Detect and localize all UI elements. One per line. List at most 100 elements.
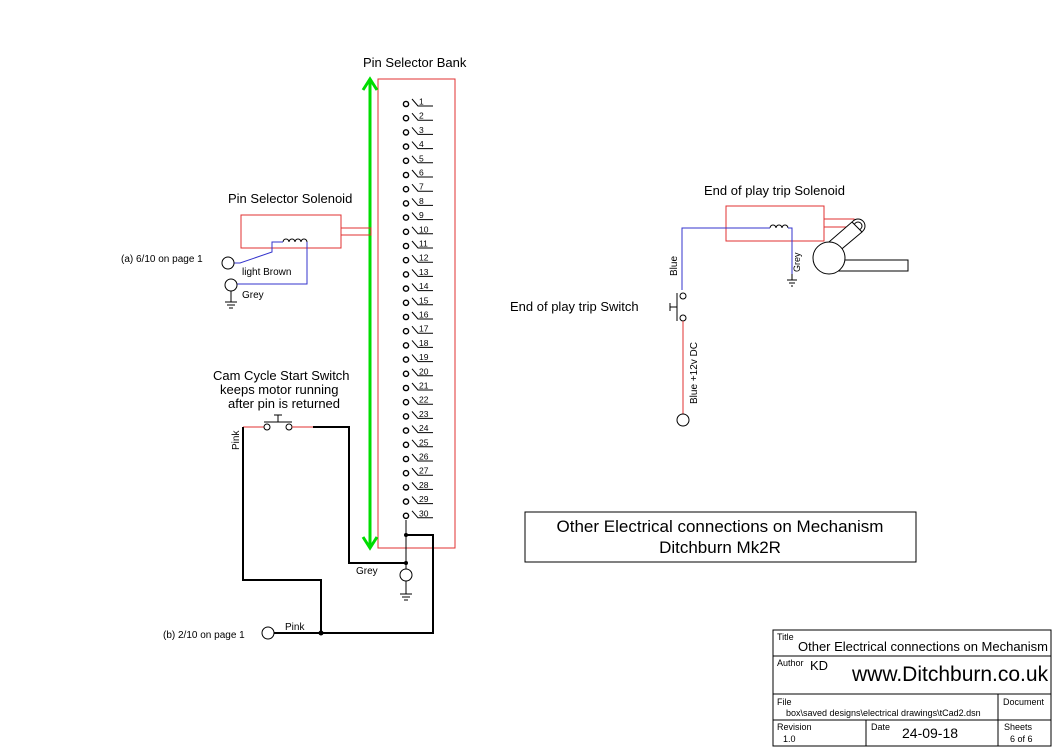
pin-terminal: [402, 256, 410, 264]
pin-terminal: [402, 342, 410, 349]
pin-number-label: 11: [419, 239, 428, 249]
pin-number-label: 27: [419, 466, 429, 476]
pin-contact: 7: [402, 182, 433, 193]
cam-cycle-switch: [243, 414, 313, 431]
tb-title: Other Electrical connections on Mechanis…: [798, 639, 1048, 654]
pin-contact-arm: [411, 169, 433, 178]
pin-number-label: 2: [419, 111, 424, 121]
pin-contact: 20: [402, 366, 433, 378]
junction-bottom: [318, 630, 324, 636]
pin-terminal: [402, 271, 410, 278]
pin-terminal: [402, 242, 410, 250]
terminal-grey-left: [224, 278, 238, 292]
pin-terminal: [402, 285, 410, 292]
pin-contact-arm: [411, 254, 433, 263]
terminal-grey-bottom: [399, 568, 413, 582]
cam-switch-label-2: keeps motor running: [220, 382, 339, 397]
pin-terminal: [402, 157, 410, 165]
pin-contact: 22: [402, 395, 433, 406]
pin-number-label: 13: [419, 267, 429, 277]
pin-contact: 13: [402, 267, 433, 278]
pin-terminal: [402, 214, 410, 221]
tb-revision-label: Revision: [777, 722, 812, 732]
pin-contact-arm: [411, 340, 433, 348]
pin-terminal: [402, 114, 410, 122]
tb-sheets-label: Sheets: [1004, 722, 1033, 732]
pin-contact: 17: [402, 324, 433, 335]
tb-revision: 1.0: [783, 734, 796, 744]
pin-number-label: 24: [419, 423, 429, 433]
pin-contact: 2: [402, 111, 433, 122]
pin-contact-arm: [411, 482, 433, 490]
pin-number-label: 29: [419, 494, 429, 504]
pink-wire-loop: [242, 427, 322, 633]
tb-sheets: 6 of 6: [1010, 734, 1033, 744]
pin-number-label: 18: [419, 338, 429, 348]
pin-number-label: 20: [419, 366, 429, 376]
pin-contact: 6: [402, 168, 433, 179]
pin-contact: 5: [402, 153, 433, 165]
ground-symbol-left: [225, 291, 237, 309]
pin-contact: 1: [402, 97, 433, 108]
pin-number-label: 14: [419, 281, 429, 291]
trip-switch-label: End of play trip Switch: [510, 299, 639, 314]
trip-lever-mechanism: [812, 218, 909, 275]
ground-symbol-right: [787, 274, 797, 287]
pin-terminal: [402, 455, 410, 463]
ground-symbol-bottom: [400, 581, 412, 601]
blue-12v-label: Blue +12v DC: [689, 342, 700, 404]
pin-contact-arm: [411, 382, 433, 391]
pin-number-label: 23: [419, 409, 429, 419]
pin-terminal: [402, 469, 410, 477]
pin-contact: 15: [402, 295, 433, 307]
pin-contact: 27: [402, 466, 433, 477]
grey-left-label: Grey: [242, 290, 264, 301]
blue-label: Blue: [669, 256, 680, 276]
light-brown-label: light Brown: [242, 267, 291, 278]
pin-number-label: 30: [419, 508, 429, 518]
pin-number-label: 15: [419, 295, 429, 305]
pin-terminal: [402, 441, 410, 449]
pin-number-label: 7: [419, 182, 424, 192]
pin-contact-arm: [411, 453, 433, 462]
pin-number-label: 22: [419, 395, 429, 405]
pin-contact-arm: [411, 212, 433, 221]
pin-contact-arm: [411, 283, 433, 292]
tb-document-label: Document: [1003, 697, 1045, 707]
pin-number-label: 6: [419, 168, 424, 178]
pin-contact: 8: [402, 196, 433, 207]
pin-contact-arm: [411, 411, 433, 419]
pin-terminal: [402, 299, 410, 307]
pink-vertical-label: Pink: [231, 430, 242, 450]
pin-contact-arm: [411, 127, 433, 135]
pin-contact: 16: [402, 310, 433, 321]
switch-to-bank-wire: [313, 426, 406, 564]
title-block: [772, 629, 1052, 747]
pin-terminal: [402, 100, 410, 108]
cam-switch-label-1: Cam Cycle Start Switch: [213, 368, 350, 383]
tb-file-label: File: [777, 697, 792, 707]
pin-contact: 23: [402, 409, 433, 420]
pin-contact: 4: [402, 139, 433, 150]
tb-date: 24-09-18: [902, 725, 958, 741]
pin-number-label: 1: [419, 97, 424, 107]
grey-right-label: Grey: [792, 252, 802, 272]
pin-solenoid-box: [240, 214, 342, 249]
pin-contact-arm: [411, 368, 433, 377]
pin-terminal: [402, 512, 410, 520]
pin-terminal: [402, 129, 410, 136]
pin-contact: 26: [402, 452, 433, 463]
terminal-12v: [676, 413, 690, 427]
trip-solenoid-coil: [769, 224, 789, 229]
pin-contact: 3: [402, 125, 433, 136]
pin-contact-arm: [411, 112, 433, 121]
tb-author: KD: [810, 658, 828, 673]
trip-solenoid-box: [725, 205, 825, 242]
pin-contact-arm: [411, 141, 433, 150]
pin-number-label: 16: [419, 310, 429, 320]
tb-website: www.Ditchburn.co.uk: [851, 663, 1049, 686]
bank-to-return-wire: [273, 534, 434, 634]
pin-number-label: 4: [419, 139, 424, 149]
pin-contact-arm: [411, 183, 433, 192]
